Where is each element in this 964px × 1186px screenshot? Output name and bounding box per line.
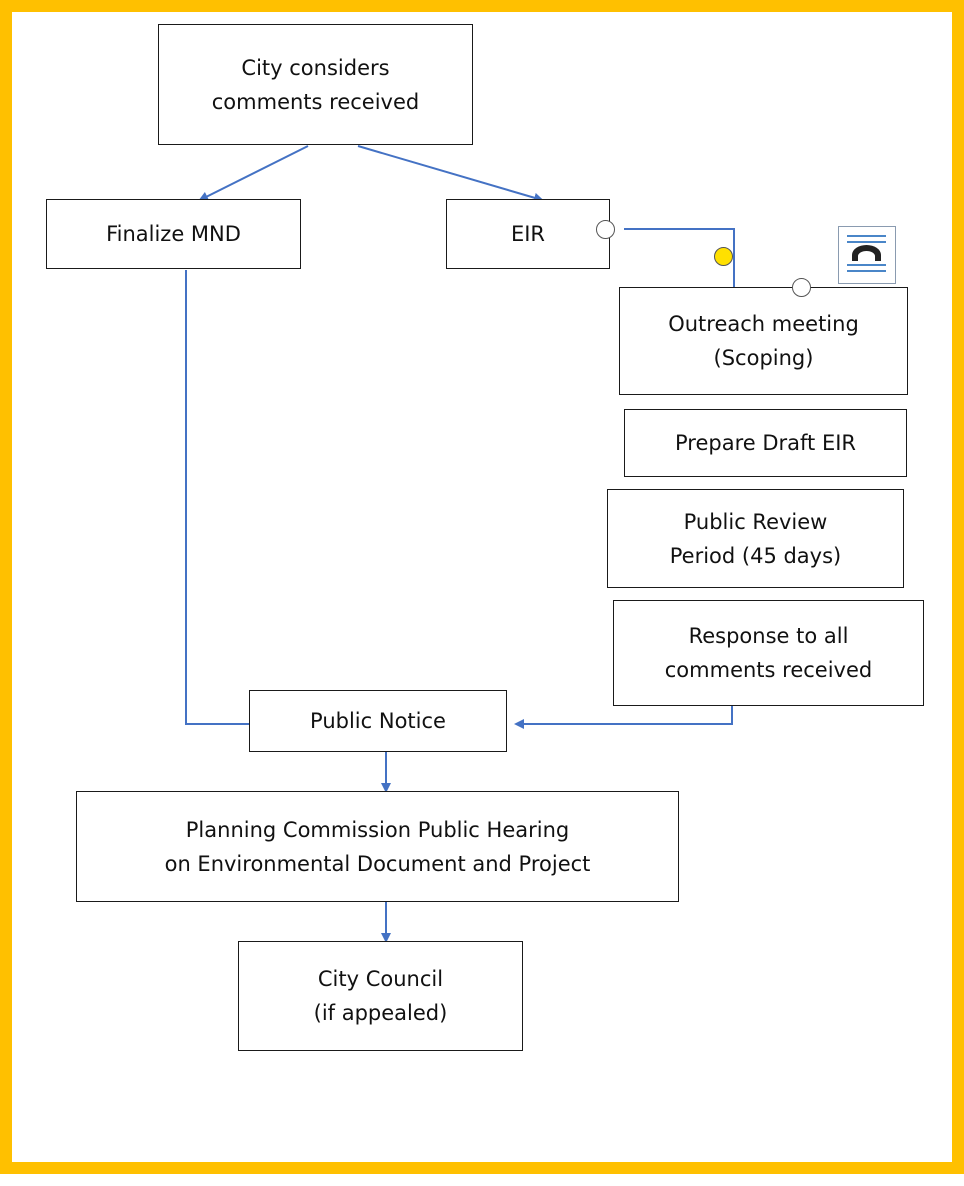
connector-adjust-handle[interactable] — [714, 247, 733, 266]
connector-response-to-public-notice — [514, 706, 733, 729]
layout-options-glyph — [847, 235, 886, 272]
connector-start-handle[interactable] — [596, 220, 615, 239]
node-outreach-meeting[interactable]: Outreach meeting (Scoping) — [619, 287, 908, 395]
node-public-review-period[interactable]: Public Review Period (45 days) — [607, 489, 904, 588]
node-eir[interactable]: EIR — [446, 199, 610, 269]
node-public-notice[interactable]: Public Notice — [249, 690, 507, 752]
node-finalize-mnd[interactable]: Finalize MND — [46, 199, 301, 269]
connector-city-to-eir — [357, 145, 544, 203]
node-city-council[interactable]: City Council (if appealed) — [238, 941, 523, 1051]
layout-options-icon[interactable] — [838, 226, 896, 284]
node-city-considers[interactable]: City considers comments received — [158, 24, 473, 145]
connector-mnd-to-public-notice — [185, 270, 260, 729]
connector-end-handle[interactable] — [792, 278, 811, 297]
connector-city-to-mnd — [198, 145, 309, 201]
node-planning-commission-hearing[interactable]: Planning Commission Public Hearing on En… — [76, 791, 679, 902]
node-response-to-comments[interactable]: Response to all comments received — [613, 600, 924, 706]
node-prepare-draft-eir[interactable]: Prepare Draft EIR — [624, 409, 907, 477]
